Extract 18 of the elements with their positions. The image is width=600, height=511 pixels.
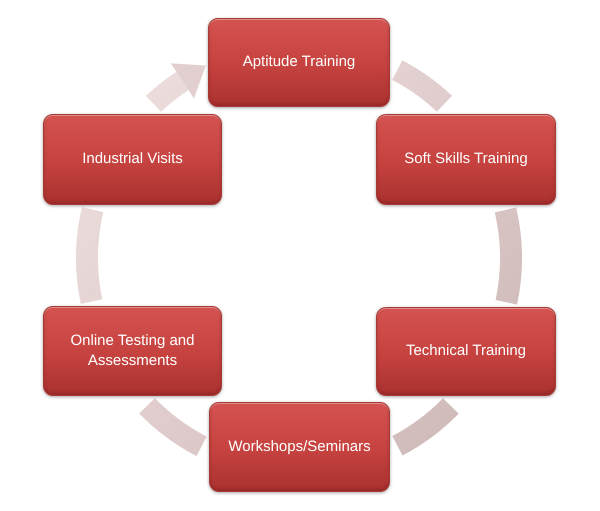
curved-connector — [76, 208, 104, 304]
step-label: Aptitude Training — [242, 52, 356, 72]
process-box — [43, 114, 222, 205]
process-box — [376, 307, 556, 396]
process-box — [43, 306, 222, 396]
step-label: Technical Training — [406, 341, 526, 362]
step-label: Industrial Visits — [82, 149, 183, 170]
step-label: Soft Skills Training — [404, 149, 528, 170]
process-box — [376, 114, 556, 205]
step-label: Online Testing and Assessments — [70, 330, 196, 371]
curved-connector — [139, 398, 208, 456]
process-box — [208, 18, 390, 107]
curved-connector — [392, 60, 452, 112]
process-box — [209, 402, 390, 492]
curved-connector — [392, 398, 458, 456]
step-label: Workshops/Seminars — [228, 436, 371, 457]
curved-connector — [494, 208, 522, 304]
curved-arrow — [146, 64, 206, 112]
